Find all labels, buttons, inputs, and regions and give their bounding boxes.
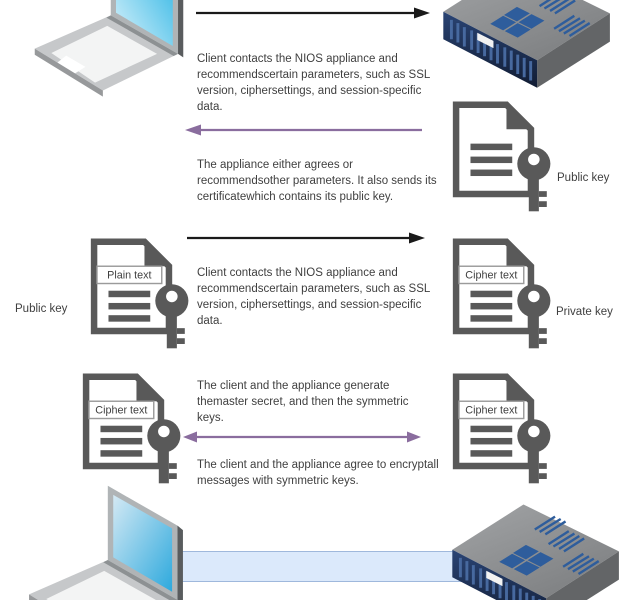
document-line [108,302,151,310]
step-key-exchange-text: Client contacts the NIOS appliance and r… [197,267,430,327]
plain-text-document-icon: Plain text [90,238,189,349]
document-line [100,425,143,433]
document-line [470,315,513,322]
document-label-box [88,400,155,420]
server-drive-led [477,32,494,49]
server-diamond-pattern [490,6,545,38]
server-drive-led [486,570,503,587]
document-label-box [458,265,525,285]
document-line [108,290,151,298]
cipher-text-document-icon: Cipher text [452,238,551,349]
document-label-box [96,265,163,285]
arrow-appliance-to-client [185,124,422,136]
document-line [470,437,513,445]
server-right-face [537,13,610,88]
document-line [470,450,513,457]
client-laptop-icon [34,0,184,97]
laptop-touchpad [53,55,86,76]
key-icon [155,284,189,349]
document-label-box [458,400,525,420]
document-fold [506,376,531,402]
laptop-screen [115,0,173,46]
step-client-hello-text: Client contacts the NIOS appliance and r… [197,53,430,113]
key-icon [517,147,551,212]
step-agree-encrypt-text: The client and the appliance agree to en… [197,459,439,487]
arrow-symmetric-keys [183,431,421,443]
document-label-text: Cipher text [465,404,517,416]
step-generate-keys-text: The client and the appliance generate th… [197,380,409,424]
laptop-screen-edge [177,525,183,600]
client-laptop-icon-bottom [29,485,183,600]
server-front-face [452,549,547,600]
certificate-document-icon [452,101,551,212]
private-key-label: Private key [556,306,613,318]
document-fold [506,241,531,267]
client-cipher-document-icon: Cipher text [82,373,181,484]
document-line [470,290,513,298]
server-right-face [546,551,619,600]
arrow-client-key-exchange [187,232,425,244]
laptop-hinge [103,560,178,600]
document-line [100,450,143,457]
server-diamond-pattern [499,544,554,576]
document-label-text: Cipher text [465,269,517,281]
document-label-text: Cipher text [95,404,147,416]
laptop-base-edge [34,48,103,97]
document-line [470,425,513,433]
laptop-screen-edge [178,0,184,58]
nios-appliance-icon-bottom [452,504,619,600]
server-hatch-pattern [534,515,600,576]
document-line [100,437,143,445]
laptop-hinge [106,15,179,57]
document-line [470,156,513,164]
document-line [470,302,513,310]
key-icon [517,419,551,484]
key-icon [517,284,551,349]
document-fold [506,104,531,130]
document-fold [136,376,161,402]
encrypted-channel-band [176,551,464,582]
laptop-keyboard [46,570,156,600]
document-line [470,169,513,177]
public-key-label: Public key [557,172,610,184]
document-label-text: Plain text [107,269,151,281]
document-line [470,143,513,151]
document-line [108,315,151,322]
key-icon [147,419,181,484]
nios-appliance-icon [443,0,610,88]
arrow-client-to-appliance [196,7,430,19]
server-hatch-pattern [538,0,591,38]
step-server-hello-text: The appliance either agrees or recommend… [197,159,437,203]
appliance-cipher-document-icon: Cipher text [452,373,551,484]
server-vent-slots [449,19,533,81]
laptop-screen [113,494,173,592]
client-public-key-label: Public key [15,303,68,315]
